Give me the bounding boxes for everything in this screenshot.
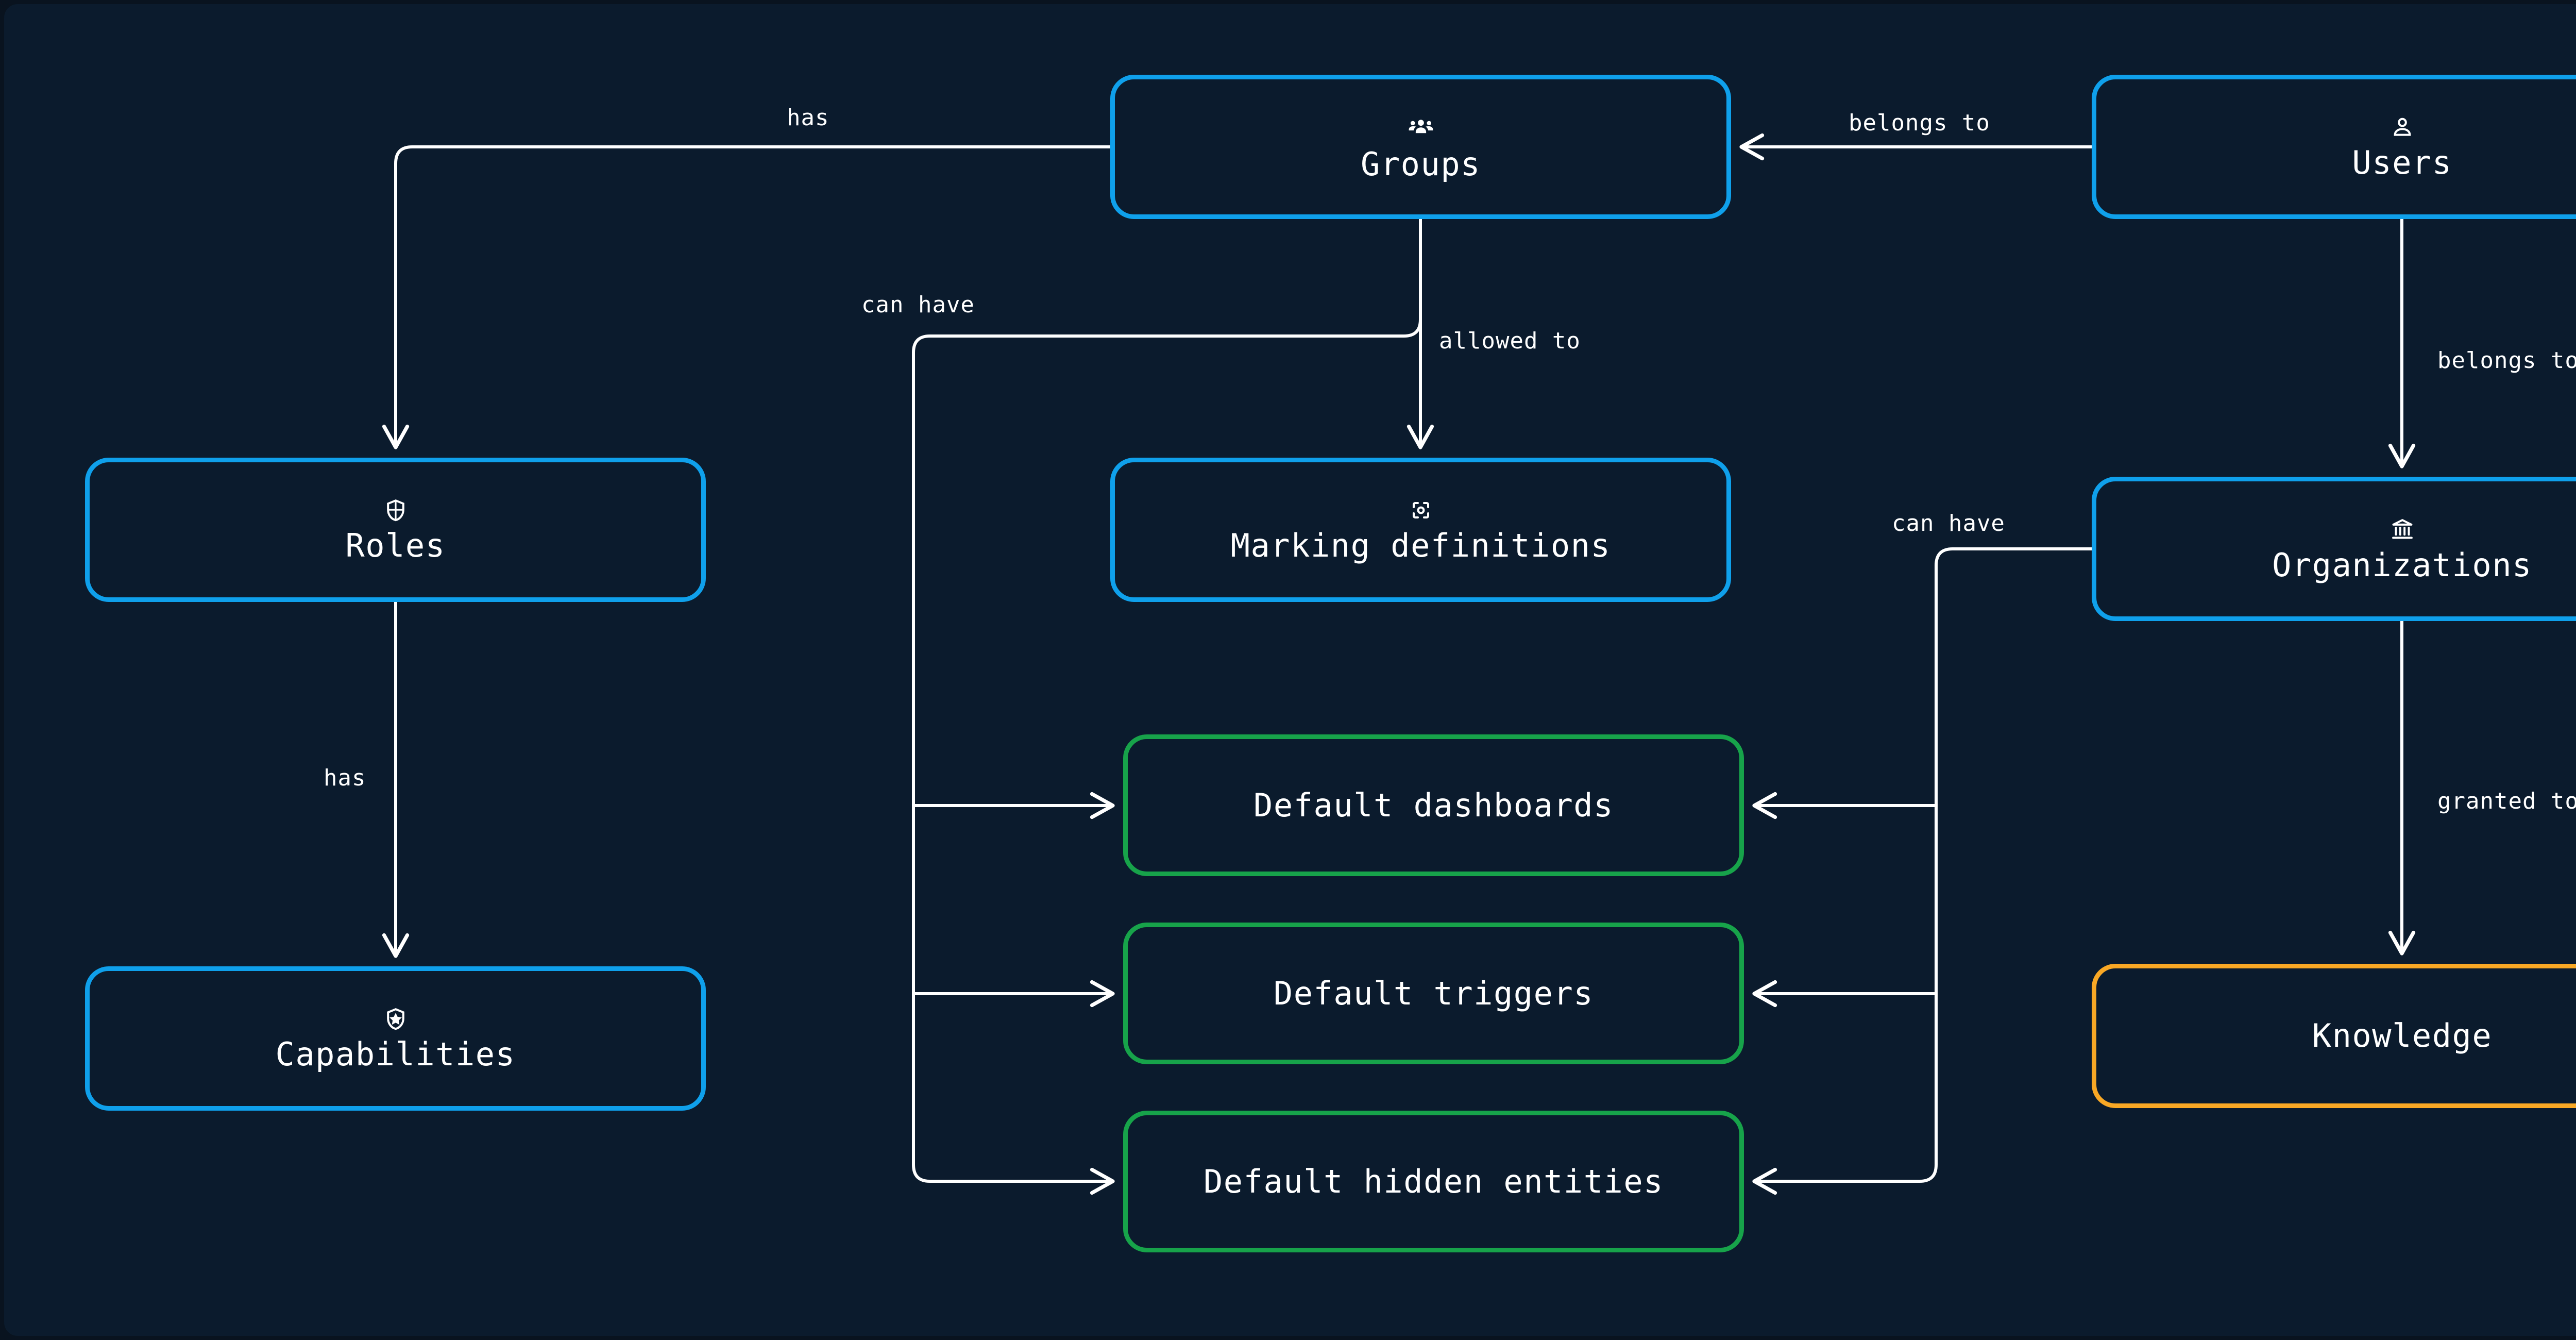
node-label-marking-definitions: Marking definitions xyxy=(1230,527,1611,564)
node-label-default-dashboards: Default dashboards xyxy=(1253,786,1614,824)
edge-label-users-groups: belongs to xyxy=(1849,110,1990,136)
center-focus-icon xyxy=(1409,498,1433,523)
edge-label-organizations-can-have: can have xyxy=(1892,510,2005,537)
groups-people-icon xyxy=(1407,113,1435,141)
node-groups[interactable]: Groups xyxy=(1110,75,1731,219)
edge-label-groups-markings: allowed to xyxy=(1439,328,1581,354)
shield-icon xyxy=(383,498,408,523)
node-organizations[interactable]: Organizations xyxy=(2092,477,2576,621)
node-label-groups: Groups xyxy=(1361,145,1481,183)
node-default-dashboards[interactable]: Default dashboards xyxy=(1123,734,1744,876)
shield-star-icon xyxy=(383,1007,408,1031)
node-default-hidden-entities[interactable]: Default hidden entities xyxy=(1123,1111,1744,1252)
node-default-triggers[interactable]: Default triggers xyxy=(1123,923,1744,1064)
node-label-capabilities: Capabilities xyxy=(275,1035,516,1073)
edge-label-organizations-knowledge: granted to xyxy=(2437,788,2576,814)
node-label-knowledge: Knowledge xyxy=(2312,1017,2493,1054)
edge-label-groups-roles: has xyxy=(787,105,829,131)
node-capabilities[interactable]: Capabilities xyxy=(85,966,706,1111)
node-label-organizations: Organizations xyxy=(2272,546,2532,584)
node-label-roles: Roles xyxy=(345,527,446,564)
person-icon xyxy=(2390,115,2415,140)
edge-groups-can-have-bus xyxy=(912,217,1422,1195)
edge-label-users-organizations: belongs to xyxy=(2437,347,2576,374)
node-label-default-hidden-entities: Default hidden entities xyxy=(1203,1162,1664,1200)
node-users[interactable]: Users xyxy=(2092,75,2576,219)
node-marking-definitions[interactable]: Marking definitions xyxy=(1110,458,1731,602)
edge-label-groups-can-have: can have xyxy=(861,292,975,318)
edge-label-roles-capabilities: has xyxy=(324,765,366,791)
edge-groups-to-roles xyxy=(382,145,1112,449)
node-roles[interactable]: Roles xyxy=(85,458,706,602)
node-label-users: Users xyxy=(2352,144,2452,181)
node-label-default-triggers: Default triggers xyxy=(1273,974,1594,1012)
bank-icon xyxy=(2389,516,2415,542)
edge-organizations-can-have-bus xyxy=(1752,547,2093,1195)
node-knowledge[interactable]: Knowledge xyxy=(2092,964,2576,1108)
